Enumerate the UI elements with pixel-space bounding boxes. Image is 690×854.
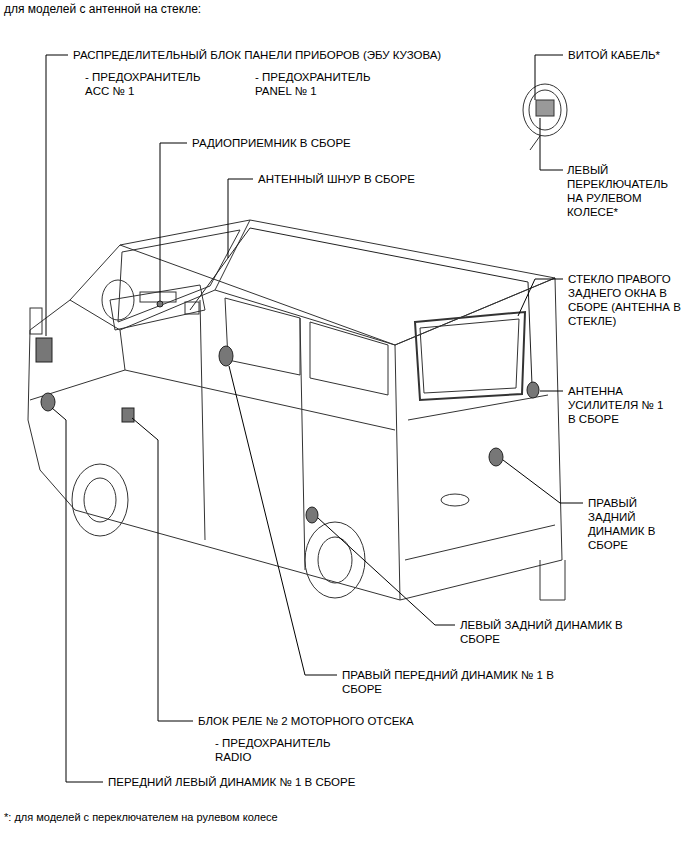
part-label: АНТЕННА УСИЛИТЕЛЯ № 1 В СБОРЕ [568, 384, 672, 426]
part-label: - ПРЕДОХРАНИТЕЛЬ RADIO [215, 736, 345, 764]
part-label: РАДИОПРИЕМНИК В СБОРЕ [192, 136, 351, 150]
part-label: БЛОК РЕЛЕ № 2 МОТОРНОГО ОТСЕКА [198, 714, 414, 728]
leader-lines [46, 55, 583, 782]
part-label: АНТЕННЫЙ ШНУР В СБОРЕ [258, 172, 415, 186]
part-label: - ПРЕДОХРАНИТЕЛЬ ACC № 1 [85, 70, 210, 98]
footnote: *: для моделей с переключателем на рулев… [4, 810, 278, 824]
part-label: СТЕКЛО ПРАВОГО ЗАДНЕГО ОКНА В СБОРЕ (АНТ… [568, 272, 684, 328]
part-label: ЛЕВЫЙ ПЕРЕКЛЮЧАТЕЛЬ НА РУЛЕВОМ КОЛЕСЕ* [567, 163, 683, 219]
part-label: ВИТОЙ КАБЕЛЬ* [568, 48, 660, 62]
part-label: РАСПРЕДЕЛИТЕЛЬНЫЙ БЛОК ПАНЕЛИ ПРИБОРОВ (… [73, 48, 441, 62]
part-label: ЛЕВЫЙ ЗАДНИЙ ДИНАМИК В СБОРЕ [460, 618, 628, 646]
part-label: ПЕРЕДНИЙ ЛЕВЫЙ ДИНАМИК № 1 В СБОРЕ [108, 775, 355, 789]
part-label: ПРАВЫЙ ЗАДНИЙ ДИНАМИК В СБОРЕ [588, 496, 658, 552]
part-label: ПРАВЫЙ ПЕРЕДНИЙ ДИНАМИК № 1 В СБОРЕ [342, 668, 560, 696]
part-label: - ПРЕДОХРАНИТЕЛЬ PANEL № 1 [255, 70, 385, 98]
diagram-title: для моделей с антенной на стекле: [4, 2, 201, 16]
